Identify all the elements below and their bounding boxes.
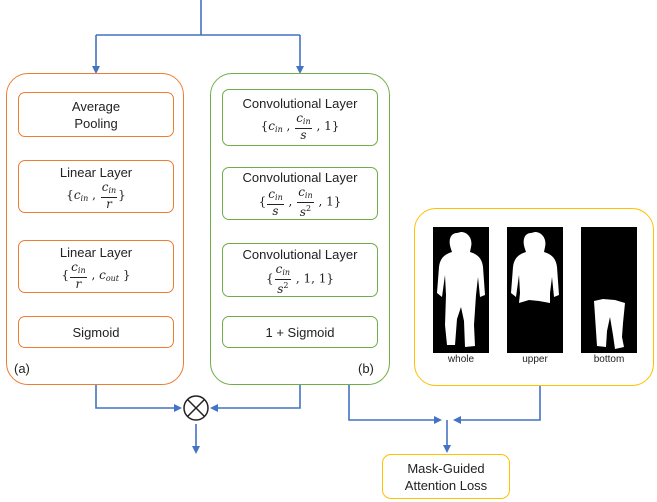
person-upper-silhouette (511, 232, 559, 303)
arrow-b-to-multiply (210, 383, 301, 412)
sigmoid-b-box: 1 + Sigmoid (222, 316, 378, 348)
mask-caption-upper: upper (522, 354, 548, 365)
mask-bottom (581, 227, 637, 353)
person-whole-silhouette (437, 232, 485, 347)
mask-upper (507, 227, 563, 353)
sigmoid-a-label: Sigmoid (72, 324, 120, 340)
multiply-icon (183, 395, 209, 421)
sigmoid-b-label: 1 + Sigmoid (265, 324, 335, 340)
average-pooling-box: Average Pooling (18, 92, 174, 137)
linear-layer-1-title: Linear Layer (59, 164, 133, 180)
branch-b-label: (b) (358, 361, 374, 376)
linear-layer-2-title: Linear Layer (59, 244, 133, 260)
arrow-b-to-loss (348, 383, 442, 424)
person-bottom-silhouette (594, 299, 625, 349)
mask-whole (433, 227, 489, 353)
mask-guided-attention-loss-box: Mask-Guided Attention Loss (382, 454, 510, 499)
loss-label-line1: Mask-Guided (407, 460, 485, 476)
branch-a-label: (a) (14, 361, 30, 376)
mask-caption-bottom: bottom (593, 354, 625, 365)
mask-caption-whole: whole (447, 354, 475, 365)
arrow-a-to-multiply (95, 383, 182, 412)
sigmoid-a-box: Sigmoid (18, 316, 174, 348)
loss-label-line2: Attention Loss (404, 477, 488, 493)
conv-layer-2-title: Convolutional Layer (242, 170, 358, 185)
average-pooling-label: Average Pooling (71, 98, 121, 131)
arrow-mask-to-loss (453, 385, 541, 424)
conv-layer-3-title: Convolutional Layer (242, 246, 358, 262)
conv-layer-1-title: Convolutional Layer (242, 95, 358, 111)
